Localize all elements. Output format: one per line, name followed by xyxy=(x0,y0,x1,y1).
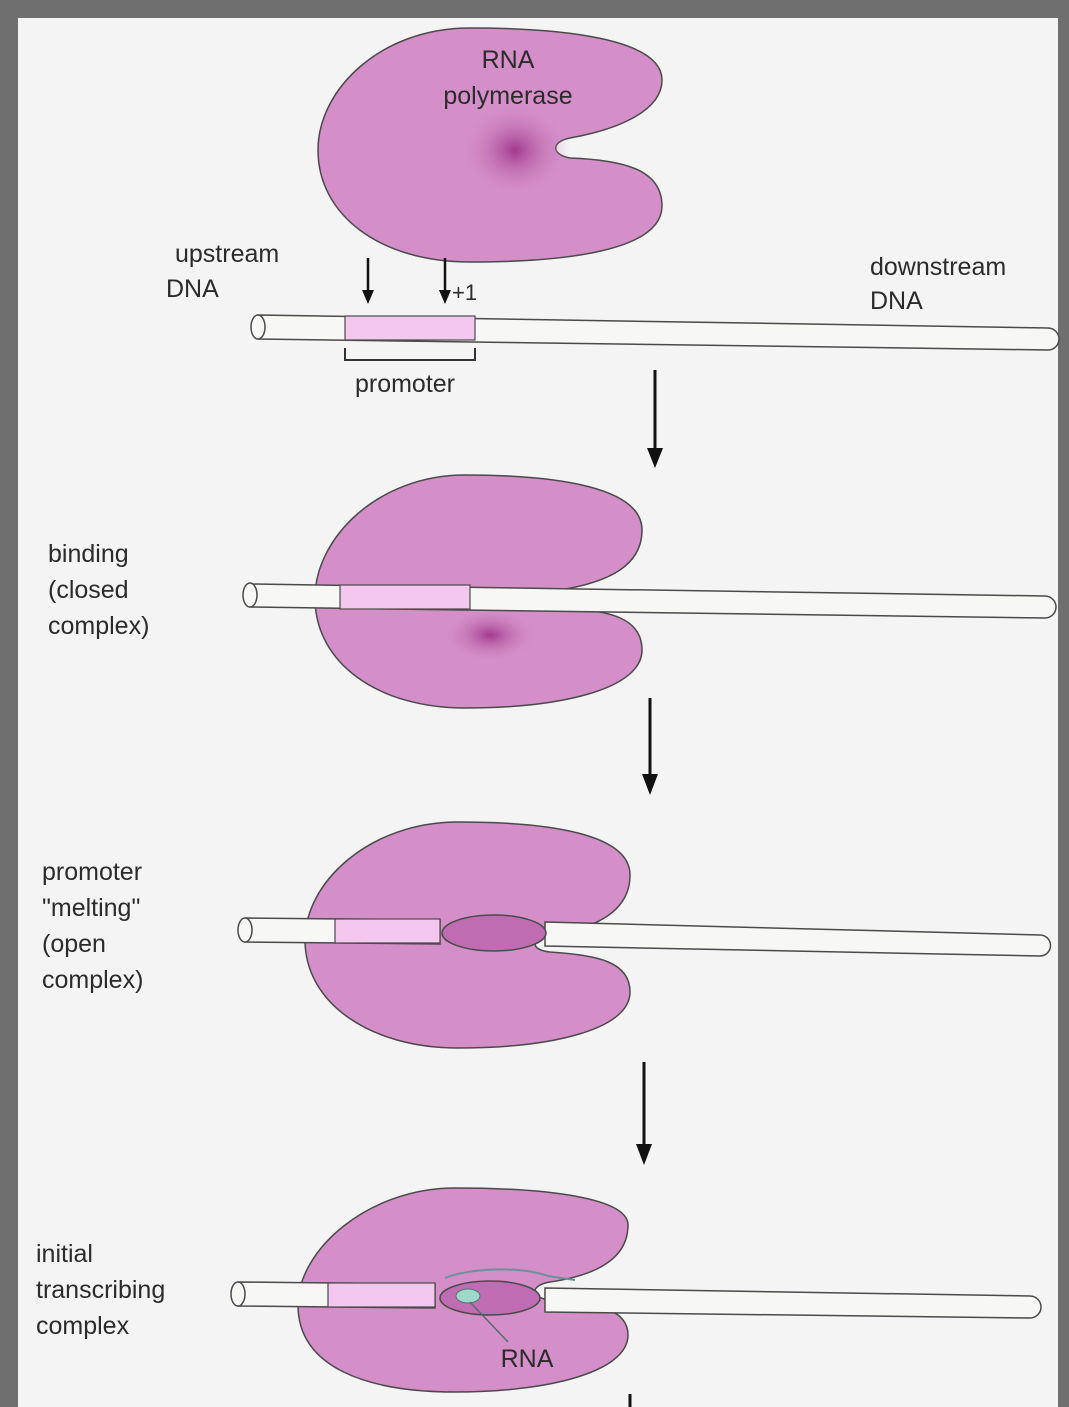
step-1-line2: (closed xyxy=(48,576,129,604)
step-1-line3: complex) xyxy=(48,612,149,640)
step-2-line2: "melting" xyxy=(42,894,140,922)
plus-one-label: +1 xyxy=(452,280,477,305)
polymerase-label-line1: RNA xyxy=(482,46,535,74)
upstream-label-line1: upstream xyxy=(175,240,279,268)
rna-strand xyxy=(456,1289,480,1303)
polymerase-label-line2: polymerase xyxy=(443,82,572,110)
rna-label: RNA xyxy=(501,1345,554,1373)
step-1-line1: binding xyxy=(48,540,129,568)
upstream-label-line2: DNA xyxy=(166,275,219,303)
melted-bubble xyxy=(442,915,546,951)
step-3-line3: complex xyxy=(36,1312,130,1340)
step-2-line4: complex) xyxy=(42,966,143,994)
step-2-line1: promoter xyxy=(42,858,142,886)
downstream-label-line2: DNA xyxy=(870,287,923,315)
downstream-label-line1: downstream xyxy=(870,253,1006,281)
transcription-bubble xyxy=(440,1281,540,1315)
step-2-line3: (open xyxy=(42,930,106,958)
promoter-label: promoter xyxy=(355,370,455,398)
step-3-line1: initial xyxy=(36,1240,93,1268)
step-3-line2: transcribing xyxy=(36,1276,165,1304)
